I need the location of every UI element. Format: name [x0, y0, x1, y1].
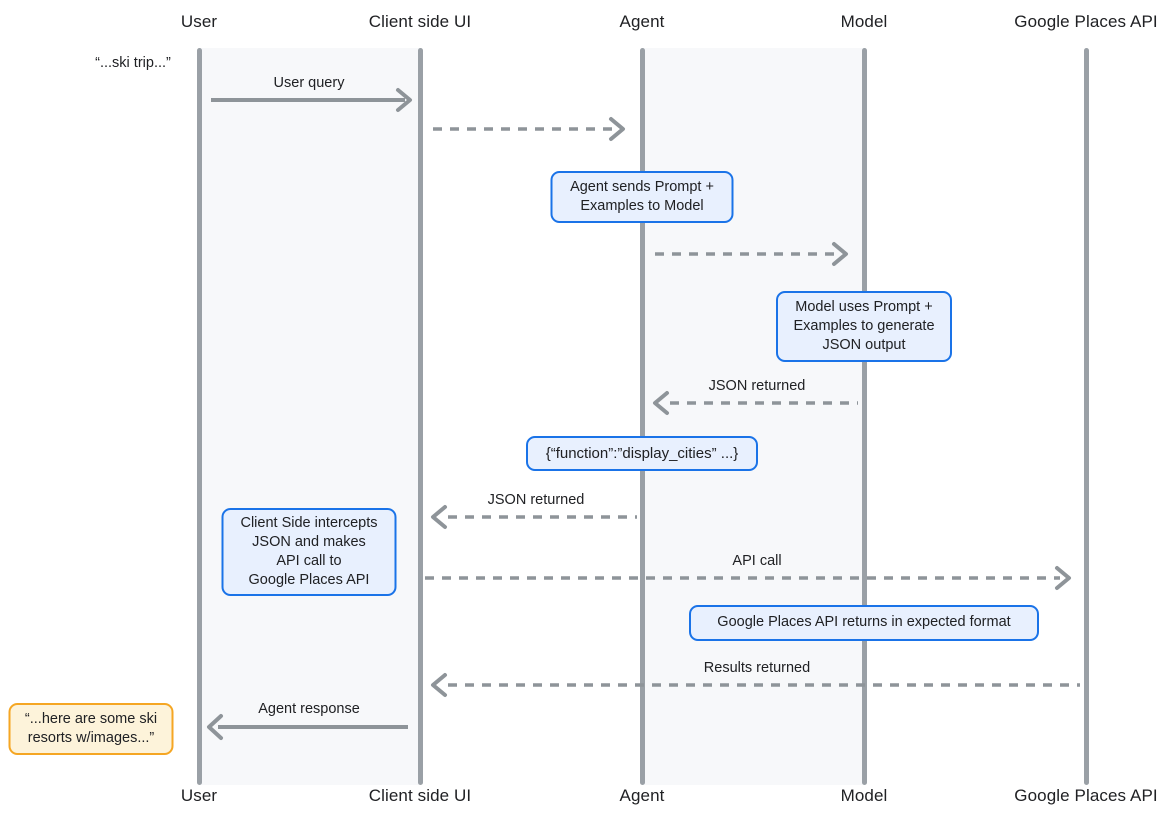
message-label-agent-response: Agent response: [258, 701, 360, 717]
message-label-user-query: User query: [273, 75, 345, 91]
actor-header-model: Model: [840, 12, 888, 31]
note-function-display-cities: {“function”:”display_cities” ...}: [526, 436, 758, 471]
actor-header-user: User: [180, 12, 218, 31]
message-label-json-returned-agent: JSON returned: [487, 492, 585, 508]
arrow-results-returned: [431, 673, 1080, 697]
band-agent-model: [642, 48, 864, 785]
actor-footer-agent: Agent: [619, 786, 665, 805]
actor-footer-google-places-api: Google Places API: [1014, 786, 1158, 805]
band-user-client: [199, 48, 420, 785]
message-label-api-call: API call: [732, 553, 782, 569]
arrow-json-returned-model-to-agent: [653, 391, 858, 415]
lifeline-agent: [639, 48, 645, 785]
lifeline-user: [196, 48, 202, 785]
note-google-places-returns: Google Places API returns in expected fo…: [689, 605, 1039, 641]
lifeline-google-places-api: [1083, 48, 1089, 785]
arrow-api-call: [425, 566, 1071, 590]
note-agent-sends-prompt: Agent sends Prompt + Examples to Model: [550, 171, 734, 223]
note-model-generates-json: Model uses Prompt + Examples to generate…: [776, 291, 952, 362]
lifeline-model: [861, 48, 867, 785]
actor-footer-user: User: [180, 786, 218, 805]
annotation-user-utterance: “...ski trip...”: [95, 55, 171, 71]
actor-header-client-side-ui: Client side UI: [368, 12, 472, 31]
note-agent-reply-quote: “...here are some ski resorts w/images..…: [8, 703, 174, 755]
arrow-client-to-agent: [433, 117, 625, 141]
message-label-results-returned: Results returned: [703, 660, 811, 676]
arrow-json-returned-agent-to-client: [431, 505, 637, 529]
actor-header-google-places-api: Google Places API: [1014, 12, 1158, 31]
arrow-user-query: [211, 88, 412, 112]
lifeline-client-side-ui: [417, 48, 423, 785]
arrow-agent-to-model: [655, 242, 848, 266]
actor-footer-model: Model: [840, 786, 888, 805]
actor-footer-client-side-ui: Client side UI: [368, 786, 472, 805]
note-client-side-intercepts: Client Side intercepts JSON and makes AP…: [221, 508, 397, 596]
message-label-json-returned-model: JSON returned: [708, 378, 806, 394]
arrow-agent-response: [207, 714, 408, 740]
actor-header-agent: Agent: [619, 12, 665, 31]
